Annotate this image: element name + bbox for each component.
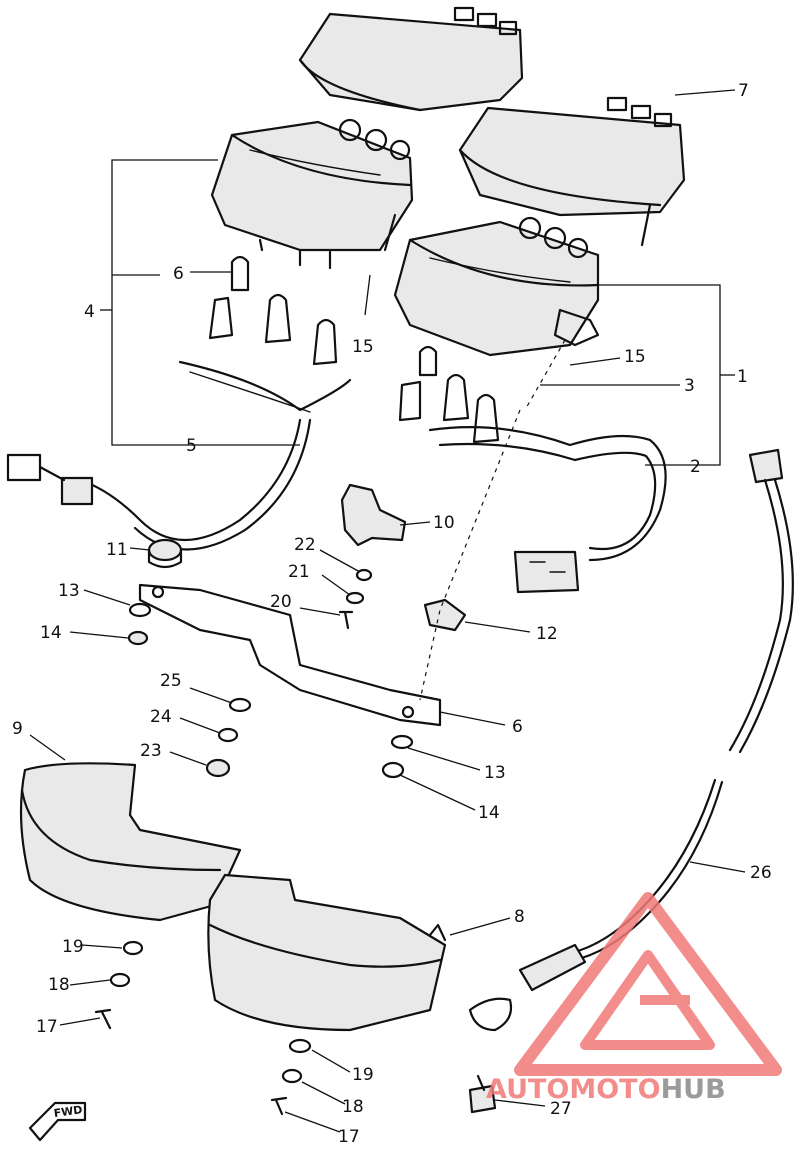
watermark-logo: AUTOMOTOHUB — [486, 892, 782, 1105]
grommet-11-part — [147, 538, 183, 569]
callout-13-left: 13 — [58, 581, 80, 601]
callout-20: 20 — [270, 592, 292, 612]
callout-18-left: 18 — [48, 975, 70, 995]
meter-cover-left-part — [298, 6, 524, 112]
damper-12-part — [423, 598, 467, 632]
callout-25: 25 — [160, 671, 182, 691]
callout-21: 21 — [288, 562, 310, 582]
meter-cover-right-part — [458, 96, 686, 247]
watermark-text-accent: AUTOMOTO — [486, 1074, 661, 1105]
harness-left-part — [6, 360, 352, 551]
bulbs-right-part — [398, 345, 500, 444]
watermark-text-dark: HUB — [661, 1074, 726, 1105]
forward-arrow-icon: FWD — [28, 1101, 87, 1142]
callout-4: 4 — [84, 302, 95, 322]
bulb-left-part — [230, 255, 250, 292]
callout-13-right: 13 — [484, 763, 506, 783]
callout-11: 11 — [106, 540, 128, 560]
meter-assembly-right-part — [393, 216, 600, 357]
callout-23: 23 — [140, 741, 162, 761]
bracket-10-part — [340, 483, 407, 547]
callout-12: 12 — [536, 624, 558, 644]
callout-24: 24 — [150, 707, 172, 727]
lower-cover-8-part — [207, 873, 447, 1032]
callout-19-right: 19 — [352, 1065, 374, 1085]
callout-8: 8 — [514, 907, 525, 927]
callout-5: 5 — [186, 436, 197, 456]
callout-19-left: 19 — [62, 937, 84, 957]
callout-26: 26 — [750, 863, 772, 883]
lower-cover-9-part — [19, 762, 242, 922]
watermark-text: AUTOMOTOHUB — [486, 1074, 726, 1105]
callout-22: 22 — [294, 535, 316, 555]
callout-3: 3 — [684, 376, 695, 396]
small-hardware-parts — [94, 568, 497, 1116]
fwd-label: FWD — [53, 1103, 83, 1120]
callout-6-upper: 6 — [173, 264, 184, 284]
speedometer-cable-part — [468, 448, 794, 1032]
callout-7: 7 — [738, 81, 749, 101]
callout-10: 10 — [433, 513, 455, 533]
callout-1: 1 — [737, 367, 748, 387]
callout-15-left: 15 — [352, 337, 374, 357]
harness-right-part — [428, 426, 667, 594]
alignment-line — [419, 409, 521, 701]
sockets-left-part — [208, 293, 338, 366]
callout-14-right: 14 — [478, 803, 500, 823]
callout-2: 2 — [690, 457, 701, 477]
callout-18-right: 18 — [342, 1097, 364, 1117]
meter-assembly-left-part — [210, 118, 414, 270]
callout-6-lower: 6 — [512, 717, 523, 737]
callout-17-right: 17 — [338, 1127, 360, 1147]
meter-bracket-part — [138, 583, 442, 727]
callout-14-left: 14 — [40, 623, 62, 643]
callout-15-right: 15 — [624, 347, 646, 367]
callout-labels: 1 2 3 4 5 6 6 7 8 9 10 11 12 13 13 14 14… — [12, 81, 772, 1147]
callout-17-left: 17 — [36, 1017, 58, 1037]
leader-lines — [29, 89, 746, 1133]
callout-27: 27 — [550, 1099, 572, 1119]
callout-9: 9 — [12, 719, 23, 739]
